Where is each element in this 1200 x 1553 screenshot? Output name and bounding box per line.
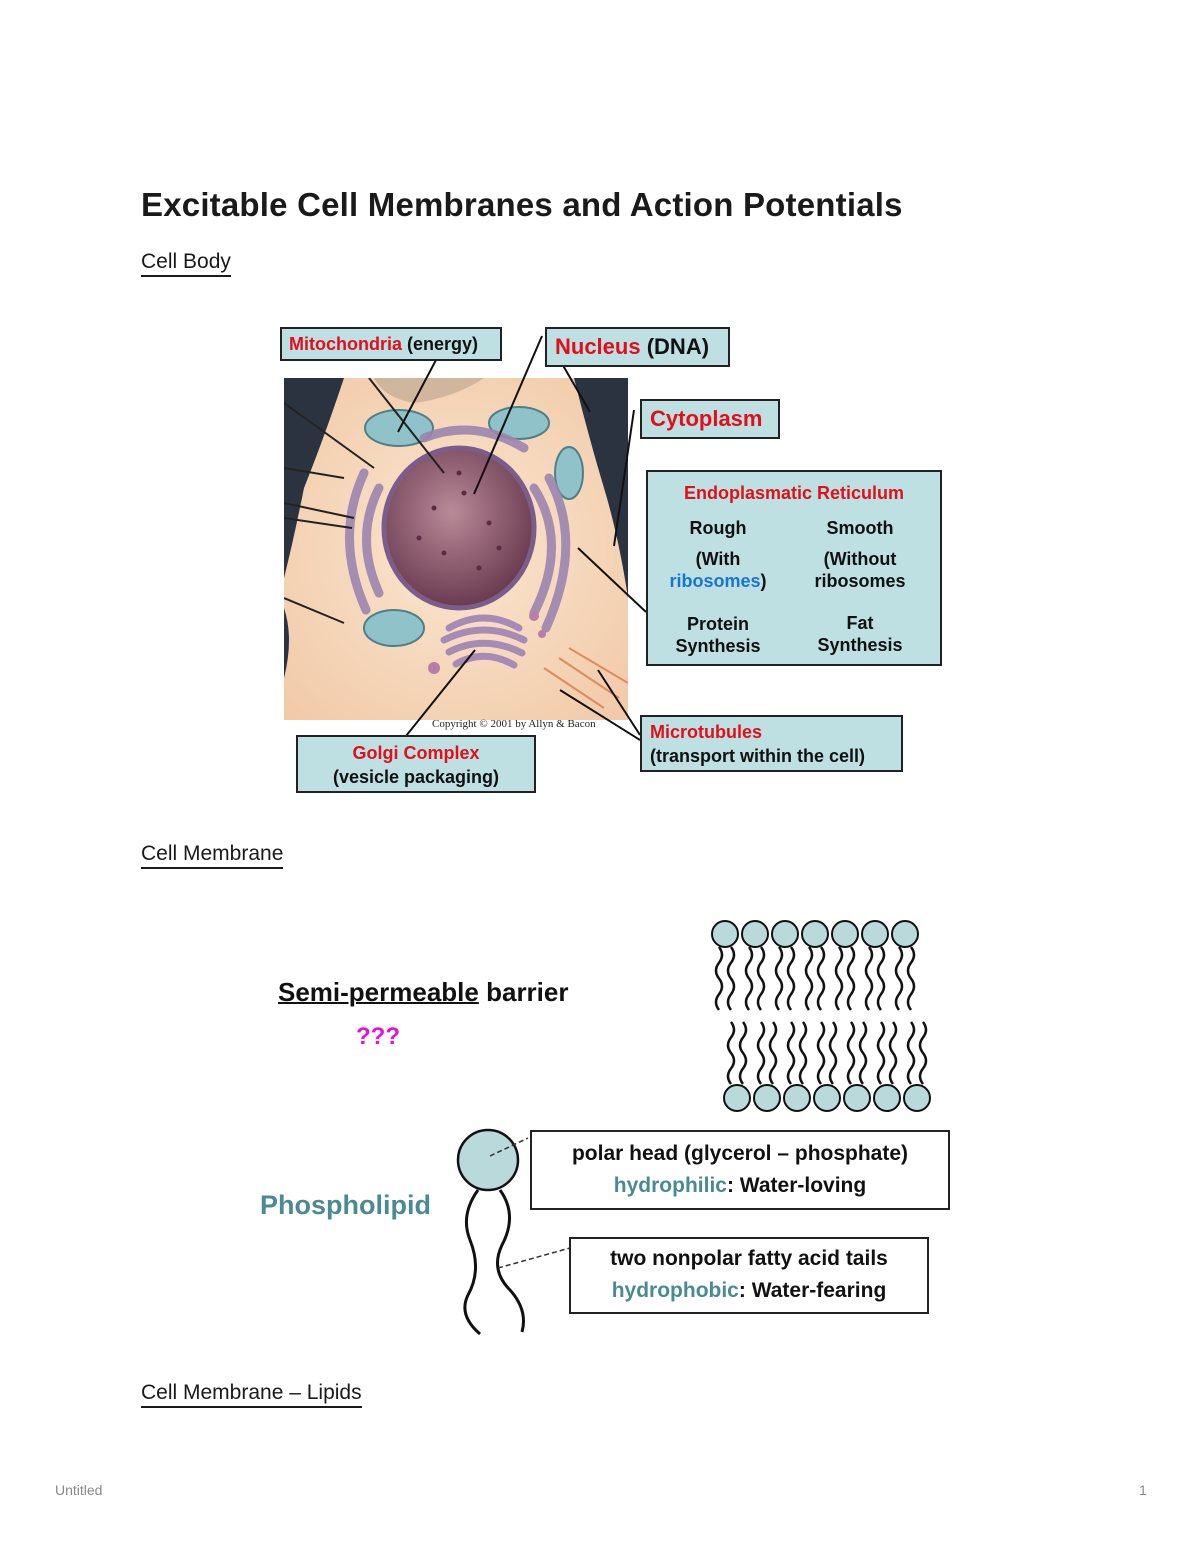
lipid-tail [816, 1021, 826, 1085]
lipid-head [843, 1084, 871, 1112]
footer-document-name: Untitled [55, 1482, 103, 1498]
er-rough-ribosomes: ribosomes [669, 571, 761, 591]
label-endoplasmic-reticulum: Endoplasmatic Reticulum Rough (With ribo… [646, 470, 942, 666]
label-golgi-complex: Golgi Complex (vesicle packaging) [296, 735, 536, 793]
lipid-head [741, 920, 769, 948]
lipid-tail [756, 946, 766, 1011]
phospholipid-illustration [456, 1128, 571, 1336]
lipid-tail [714, 946, 724, 1011]
lipid-tail [786, 946, 796, 1011]
label-mitochondria: Mitochondria (energy) [280, 327, 502, 361]
mitochondria-desc: (energy) [407, 334, 479, 354]
lipid-head [813, 1084, 841, 1112]
lipid-tail [756, 1021, 766, 1085]
lipid-tail [726, 946, 736, 1011]
lipid-tail [894, 946, 904, 1011]
cell-illustration: Copyright © 2001 by Allyn & Bacon [283, 377, 629, 730]
lipid-head [771, 920, 799, 948]
lipid-tail [786, 1021, 796, 1085]
lipid-bilayer-illustration [711, 920, 931, 1112]
er-title: Endoplasmatic Reticulum [683, 483, 905, 503]
label-cytoplasm: Cytoplasm [640, 399, 780, 439]
er-rough-ribosomes-line: ribosomes) [658, 570, 778, 592]
er-rough-fn1: Protein [686, 614, 749, 634]
lipid-tail [876, 1021, 886, 1085]
label-microtubules: Microtubules (transport within the cell) [640, 715, 903, 772]
hydrophobic-term: hydrophobic [611, 1279, 739, 1302]
lipid-tail [774, 946, 784, 1011]
question-marks: ??? [356, 1023, 400, 1050]
er-rough-column: Rough (With ribosomes) Protein Synthesis [658, 517, 778, 657]
page-title: Excitable Cell Membranes and Action Pote… [141, 186, 903, 223]
hydrophilic-line: hydrophilic: Water-loving [532, 1170, 948, 1202]
hydrophobic-def: : Water-fearing [738, 1279, 887, 1302]
lipid-tail [738, 1021, 748, 1085]
label-leader-lines [397, 335, 647, 741]
label-nucleus: Nucleus (DNA) [545, 327, 730, 367]
er-rough-close: ) [760, 571, 767, 591]
lipid-tail [906, 1021, 916, 1085]
er-rough-with: (With [695, 549, 741, 569]
er-smooth-column: Smooth (Without ribosomes Fat Synthesis [800, 517, 920, 656]
lipid-tail [906, 946, 916, 1011]
section-heading-cell-membrane: Cell Membrane [141, 842, 284, 869]
polar-head-box: polar head (glycerol – phosphate) hydrop… [530, 1130, 950, 1210]
lipid-tail [798, 1021, 808, 1085]
lipid-tail [858, 1021, 868, 1085]
lipid-tail [918, 1021, 928, 1085]
footer-page-number: 1 [1139, 1482, 1147, 1498]
polar-head-line: polar head (glycerol – phosphate) [571, 1142, 909, 1165]
golgi-desc: (vesicle packaging) [332, 767, 500, 787]
lipid-head [891, 920, 919, 948]
microtubules-desc: (transport within the cell) [650, 746, 866, 766]
copyright-text: Copyright © 2001 by Allyn & Bacon [432, 718, 596, 730]
hydrophilic-term: hydrophilic [613, 1174, 727, 1197]
lipid-tail [876, 946, 886, 1011]
mitochondria-name: Mitochondria [289, 334, 402, 354]
er-smooth-label: Smooth [826, 518, 894, 538]
lipid-tail [834, 946, 844, 1011]
nucleus-desc: (DNA) [646, 334, 710, 359]
golgi-name: Golgi Complex [352, 743, 480, 763]
lipid-head [903, 1084, 931, 1112]
lipid-tail [816, 946, 826, 1011]
hydrophilic-def: : Water-loving [726, 1174, 867, 1197]
lipid-tail [804, 946, 814, 1011]
lipid-tail [744, 946, 754, 1011]
lipid-tail [828, 1021, 838, 1085]
microtubules-name: Microtubules [650, 722, 763, 742]
lipid-tail [846, 1021, 856, 1085]
section-heading-cell-membrane-lipids: Cell Membrane – Lipids [141, 1381, 362, 1408]
lipid-tail [846, 946, 856, 1011]
barrier-rest: barrier [478, 977, 569, 1007]
lipid-head [801, 920, 829, 948]
lipid-head [711, 920, 739, 948]
lipid-head [861, 920, 889, 948]
lipid-tail [888, 1021, 898, 1085]
cytoplasm-name: Cytoplasm [650, 406, 763, 431]
tails-line: two nonpolar fatty acid tails [610, 1247, 888, 1270]
er-smooth-fn1: Fat [846, 613, 874, 633]
er-rough-label: Rough [689, 518, 747, 538]
er-smooth-ribosomes: ribosomes [814, 571, 906, 591]
er-smooth-without: (Without [823, 549, 897, 569]
er-rough-fn2: Synthesis [675, 636, 761, 656]
lipid-tail [768, 1021, 778, 1085]
lipid-head [753, 1084, 781, 1112]
nucleus-name: Nucleus [555, 334, 641, 359]
lipid-head [783, 1084, 811, 1112]
lipid-head [873, 1084, 901, 1112]
barrier-underlined: Semi-permeable [278, 977, 479, 1007]
er-smooth-fn2: Synthesis [817, 635, 903, 655]
phospholipid-label: Phospholipid [260, 1190, 431, 1220]
lipid-head [831, 920, 859, 948]
lipid-tail [726, 1021, 736, 1085]
tails-box: two nonpolar fatty acid tails hydrophobi… [569, 1237, 929, 1314]
section-heading-cell-body: Cell Body [141, 250, 231, 277]
barrier-heading: Semi-permeable barrier [278, 977, 568, 1008]
hydrophobic-line: hydrophobic: Water-fearing [571, 1275, 927, 1307]
lipid-head [723, 1084, 751, 1112]
lipid-tail [864, 946, 874, 1011]
